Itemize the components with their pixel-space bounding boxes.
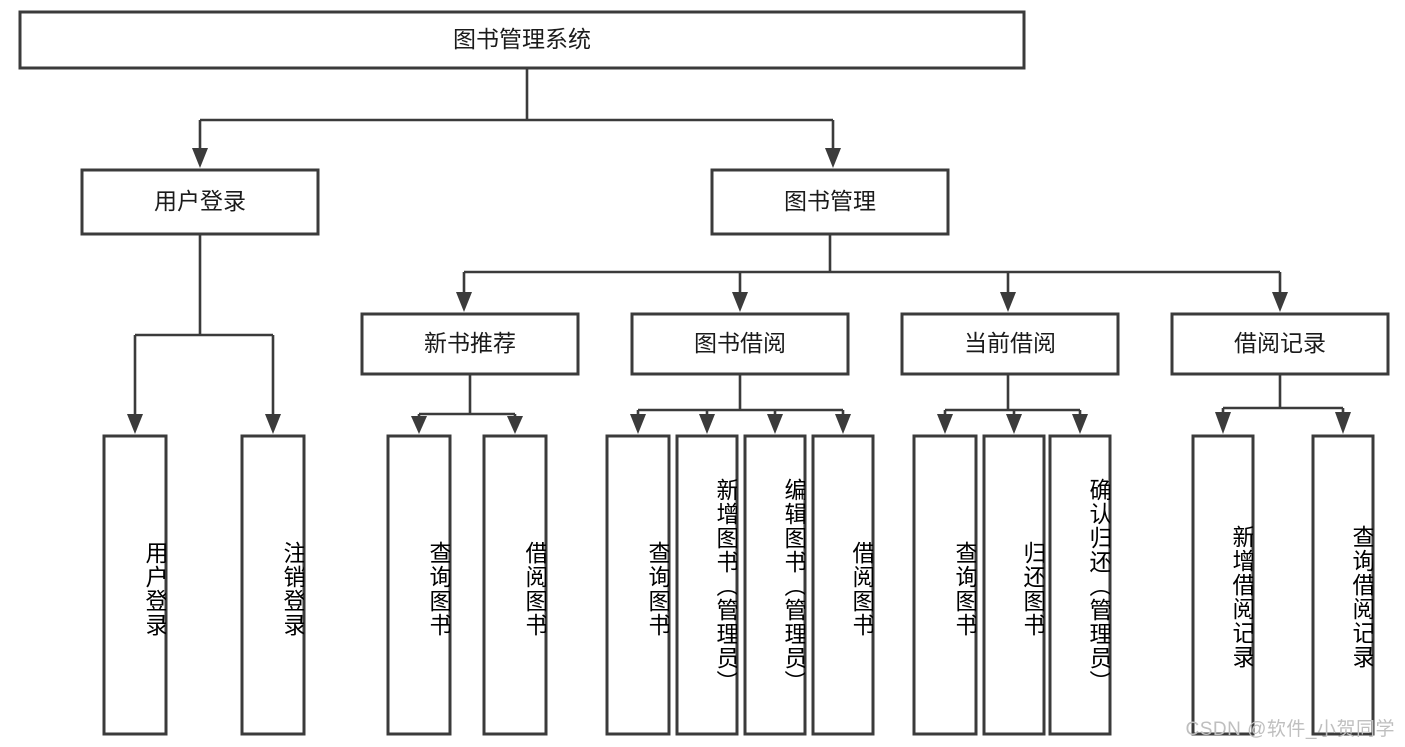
node-root[interactable]: 图书管理系统: [18, 10, 1026, 70]
node-leaf-confirm-return-box[interactable]: [1048, 434, 1112, 736]
csdn-watermark: CSDN @软件_小贺同学: [1185, 719, 1395, 740]
node-leaf-return-book-box[interactable]: [982, 434, 1046, 736]
node-user-login-box[interactable]: [80, 168, 320, 236]
arrowhead-book-borrow: [732, 292, 748, 312]
arrowhead-current-borrow: [1000, 292, 1016, 312]
node-leaf-add-book-box[interactable]: [675, 434, 739, 736]
node-leaf-query-book-current-box[interactable]: [912, 434, 978, 736]
node-root-box[interactable]: [18, 10, 1026, 70]
arrowhead-book-management: [825, 148, 841, 168]
arrowhead-leaf-query-book-current: [937, 414, 953, 434]
leaf-rect-layer: [102, 434, 1375, 736]
node-current-borrow[interactable]: 当前借阅: [900, 312, 1120, 376]
node-book-borrow[interactable]: 图书借阅: [630, 312, 850, 376]
arrowhead-leaf-add-borrow-record: [1215, 412, 1231, 434]
node-leaf-user-login-box[interactable]: [102, 434, 168, 736]
node-current-borrow-box[interactable]: [900, 312, 1120, 376]
node-leaf-query-book-borrow-box[interactable]: [605, 434, 671, 736]
arrowhead-leaf-confirm-return: [1072, 414, 1088, 434]
node-book-management-label: 图书管理: [784, 188, 876, 214]
node-book-borrow-box[interactable]: [630, 312, 850, 376]
node-root-label: 图书管理系统: [453, 26, 591, 52]
arrowhead-leaf-query-book-borrow: [630, 414, 646, 434]
connector-layer: [127, 68, 1351, 434]
node-leaf-borrow-book-recommend-box[interactable]: [482, 434, 548, 736]
arrowhead-leaf-return-book: [1006, 414, 1022, 434]
arrowhead-leaf-logout-login: [265, 414, 281, 434]
arrowhead-leaf-query-book-recommend: [411, 416, 427, 434]
node-current-borrow-label: 当前借阅: [964, 330, 1056, 356]
arrowhead-leaf-borrow-book: [835, 414, 851, 434]
node-new-book-recommend-label: 新书推荐: [424, 330, 516, 356]
node-leaf-borrow-book-box[interactable]: [811, 434, 875, 736]
arrowhead-leaf-add-book: [699, 414, 715, 434]
arrowhead-borrow-record: [1272, 292, 1288, 312]
arrowhead-leaf-edit-book: [767, 414, 783, 434]
node-user-login[interactable]: 用户登录: [80, 168, 320, 236]
node-book-management[interactable]: 图书管理: [710, 168, 950, 236]
node-leaf-edit-book-box[interactable]: [743, 434, 807, 736]
node-leaf-add-borrow-record-box[interactable]: [1191, 434, 1255, 736]
arrowhead-user-login: [192, 148, 208, 168]
arrowhead-leaf-user-login: [127, 414, 143, 434]
node-new-book-recommend[interactable]: 新书推荐: [360, 312, 580, 376]
node-borrow-record-box[interactable]: [1170, 312, 1390, 376]
node-borrow-record[interactable]: 借阅记录: [1170, 312, 1390, 376]
node-leaf-query-book-recommend-box[interactable]: [386, 434, 452, 736]
arrowhead-new-book-recommend: [456, 292, 472, 312]
node-user-login-label: 用户登录: [154, 188, 246, 214]
node-new-book-recommend-box[interactable]: [360, 312, 580, 376]
node-borrow-record-label: 借阅记录: [1234, 330, 1326, 356]
arrowhead-leaf-query-borrow-record: [1335, 412, 1351, 434]
arrowhead-leaf-borrow-book-recommend: [507, 416, 523, 434]
node-book-borrow-label: 图书借阅: [694, 330, 786, 356]
node-leaf-logout-login-box[interactable]: [240, 434, 306, 736]
node-book-management-box[interactable]: [710, 168, 950, 236]
node-leaf-query-borrow-record-box[interactable]: [1311, 434, 1375, 736]
node-layer: 图书管理系统 用户登录 图书管理 新书推荐 图书借阅 当前借阅 借阅记录: [18, 10, 1390, 736]
